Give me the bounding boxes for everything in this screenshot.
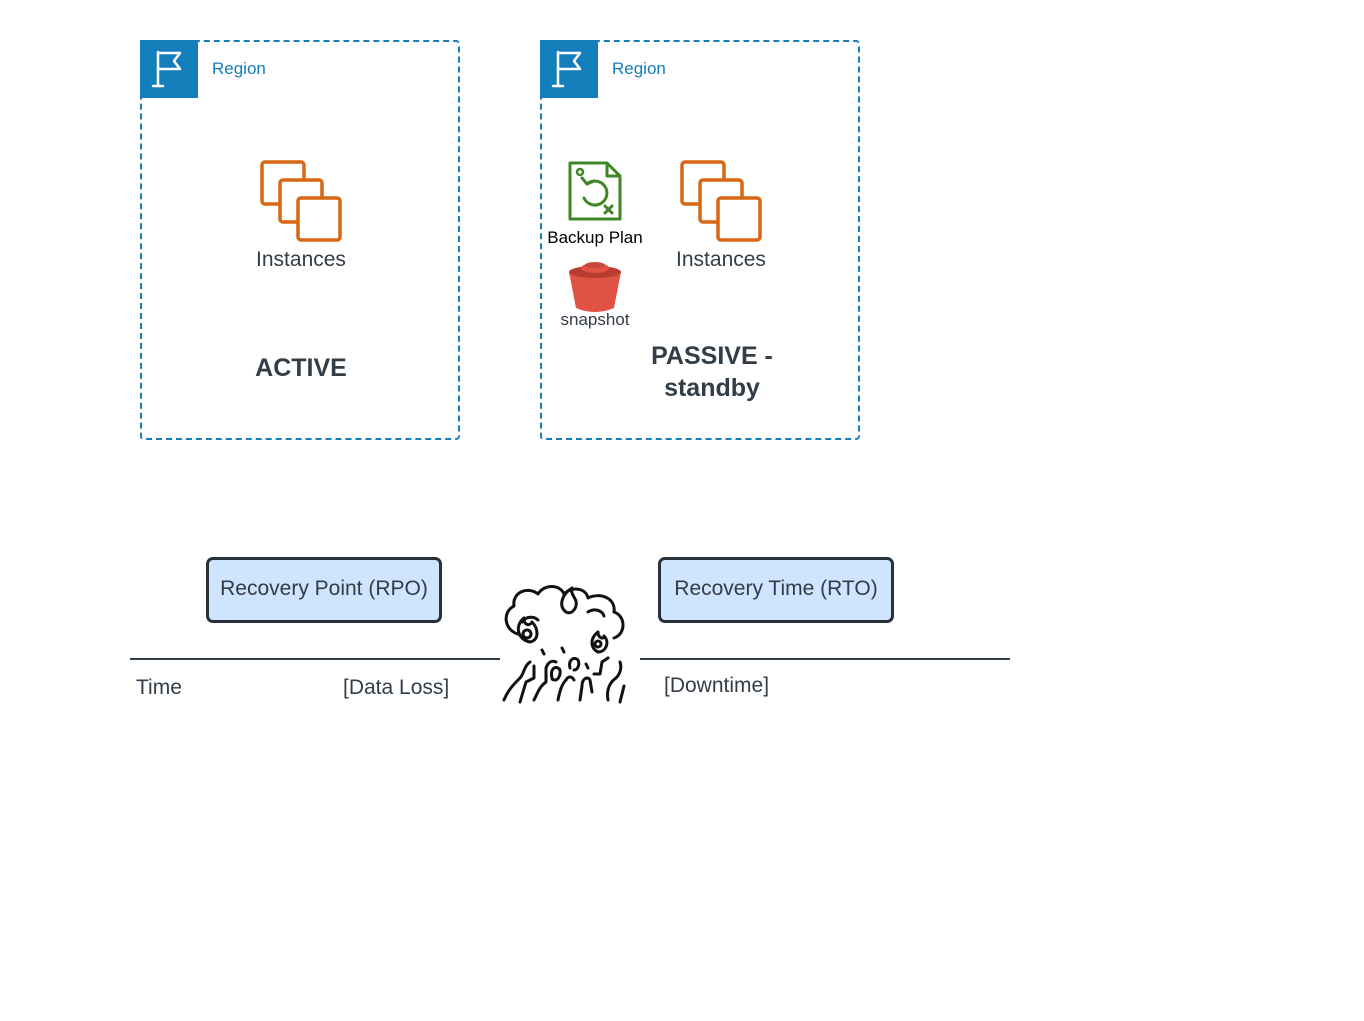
data-loss-label: [Data Loss] [343, 676, 450, 699]
timeline-right [640, 658, 1010, 660]
region-flag-icon [140, 40, 198, 98]
snapshot-bucket-icon [569, 262, 621, 312]
rto-box: Recovery Time (RTO) [658, 557, 894, 623]
status-active: ACTIVE [255, 354, 347, 382]
status-passive: PASSIVE - standby [592, 340, 832, 404]
snapshot-label: snapshot [560, 310, 630, 329]
instances-label: Instances [676, 248, 766, 271]
region-label: Region [612, 59, 666, 78]
backup-plan-icon [568, 161, 622, 221]
time-label: Time [136, 676, 182, 699]
status-passive-line1: PASSIVE - [651, 342, 773, 370]
region-label: Region [212, 59, 266, 78]
region-flag-icon [540, 40, 598, 98]
instances-icon [260, 160, 342, 242]
region-active: Region Instances ACTIVE [140, 40, 460, 440]
region-passive: Region Backup Plan snapshot Instances PA… [540, 40, 860, 440]
instances-label: Instances [256, 248, 346, 271]
instances-icon [680, 160, 762, 242]
downtime-label: [Downtime] [664, 674, 770, 697]
disaster-fire-icon [502, 585, 626, 704]
backup-plan-label: Backup Plan [547, 228, 643, 247]
rpo-box: Recovery Point (RPO) [206, 557, 442, 623]
timeline-left [130, 658, 500, 660]
status-passive-line2: standby [664, 374, 760, 402]
